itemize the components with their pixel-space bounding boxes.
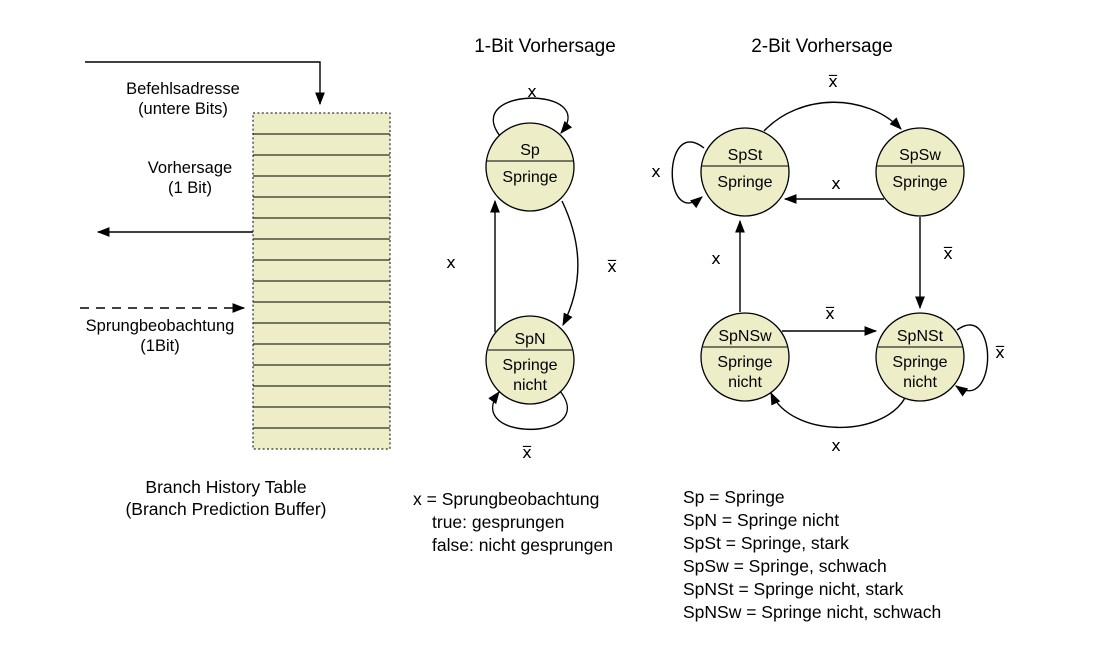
state-spnsw-name: SpNSw xyxy=(718,328,772,345)
legend-x-line2: true: gesprungen xyxy=(432,512,564,532)
transition-spn-self xyxy=(488,390,568,430)
state-spsw-circle xyxy=(875,127,965,217)
sprungbeobachtung-label-line2: (1Bit) xyxy=(140,337,179,355)
transition-sp-self-label: x xyxy=(527,82,536,101)
state-spst-output: Springe xyxy=(717,174,772,191)
transition-sp-to-spn xyxy=(561,200,579,327)
legend-states-line4: SpSw = Springe, schwach xyxy=(683,556,887,576)
transition-spnsw-to-spst-label: x xyxy=(711,249,720,268)
sprungbeobachtung-label-line1: Sprungbeobachtung xyxy=(86,317,235,335)
two-bit-predictor: 2-Bit Vorhersage x x̅ x x̅ x x̅ x̅ x SpS… xyxy=(651,36,1005,455)
befehlsadresse-label-line2: (untere Bits) xyxy=(138,100,228,118)
state-spn: SpN Springe nicht xyxy=(485,315,575,405)
transition-spnst-to-spnsw-label: x xyxy=(831,436,840,455)
state-spst-circle xyxy=(700,127,790,217)
state-spnst-output-line1: Springe xyxy=(892,354,947,371)
state-spnsw: SpNSw Springe nicht xyxy=(700,312,790,402)
transition-sp-to-spn-label: x̅ xyxy=(607,257,617,276)
state-spsw-output: Springe xyxy=(892,174,947,191)
state-spnsw-output-line1: Springe xyxy=(717,354,772,371)
transition-spnst-to-spnsw xyxy=(770,391,906,429)
bht-caption-line1: Branch History Table xyxy=(145,477,306,497)
one-bit-title: 1-Bit Vorhersage xyxy=(474,36,616,57)
vorhersage-label-line1: Vorhersage xyxy=(148,159,232,177)
state-sp: Sp Springe xyxy=(485,122,575,212)
one-bit-predictor: 1-Bit Vorhersage x x̅ x x̅ Sp Springe Sp… xyxy=(446,36,617,462)
befehlsadresse-label-line1: Befehlsadresse xyxy=(126,80,240,98)
transition-spnst-self-label: x̅ xyxy=(995,343,1005,362)
legend-states-line1: Sp = Springe xyxy=(683,487,785,507)
transition-spsw-to-spst-label: x xyxy=(831,174,840,193)
state-spn-output-line1: Springe xyxy=(502,357,557,374)
bht-row-lines xyxy=(253,133,390,429)
legend-states-line6: SpNSw = Springe nicht, schwach xyxy=(683,602,941,622)
transition-spnsw-to-spnst-label: x̅ xyxy=(825,304,835,323)
legend-x-line1: x = Sprungbeobachtung xyxy=(413,489,599,509)
state-spnst-circle xyxy=(875,312,965,402)
transition-spst-to-spsw-label: x̅ xyxy=(828,72,838,91)
state-sp-output: Springe xyxy=(502,169,557,186)
state-sp-name: Sp xyxy=(520,142,540,159)
vorhersage-label-line2: (1 Bit) xyxy=(168,179,212,197)
state-sp-circle xyxy=(485,122,575,212)
transition-spsw-to-spnst-label: x̅ xyxy=(943,244,953,263)
state-spn-name: SpN xyxy=(514,331,545,348)
legend-states-line5: SpNSt = Springe nicht, stark xyxy=(683,579,904,599)
state-spst-name: SpSt xyxy=(728,147,763,164)
transition-sp-self xyxy=(492,97,573,137)
state-spsw: SpSw Springe xyxy=(875,127,965,217)
state-spnsw-circle xyxy=(700,312,790,402)
legend-states-line2: SpN = Springe nicht xyxy=(683,510,839,530)
transition-spst-self-label: x xyxy=(651,162,660,181)
legend-x: x = Sprungbeobachtung true: gesprungen f… xyxy=(413,489,613,555)
branch-history-table: Befehlsadresse (untere Bits) Vorhersage … xyxy=(80,61,391,519)
transition-spn-to-sp-label: x xyxy=(446,253,455,272)
legend-states-line3: SpSt = Springe, stark xyxy=(683,533,849,553)
state-spsw-name: SpSw xyxy=(899,147,941,164)
state-spnst: SpNSt Springe nicht xyxy=(875,312,965,402)
state-spnst-output-line2: nicht xyxy=(903,374,937,391)
bht-caption-line2: (Branch Prediction Buffer) xyxy=(125,499,326,519)
legend-x-line3: false: nicht gesprungen xyxy=(432,535,613,555)
befehlsadresse-arrow xyxy=(85,61,325,106)
transition-spn-self-label: x̅ xyxy=(522,443,532,462)
transition-spnst-self xyxy=(955,324,989,397)
state-spst: SpSt Springe xyxy=(700,127,790,217)
state-spn-circle xyxy=(485,315,575,405)
transition-spst-self xyxy=(671,141,705,209)
state-spnsw-output-line2: nicht xyxy=(728,374,762,391)
transition-spst-to-spsw xyxy=(763,101,902,132)
two-bit-title: 2-Bit Vorhersage xyxy=(751,36,893,57)
state-spn-output-line2: nicht xyxy=(513,377,547,394)
legend-states: Sp = Springe SpN = Springe nicht SpSt = … xyxy=(683,487,941,622)
state-spnst-name: SpNSt xyxy=(897,328,944,345)
